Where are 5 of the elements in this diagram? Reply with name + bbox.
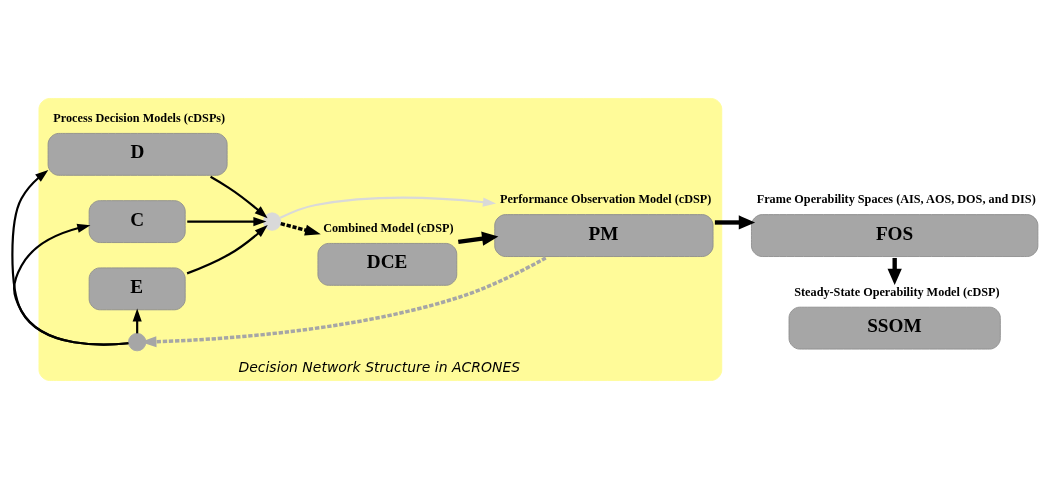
node-label: Steady-State Operability Model (cDSP) <box>794 284 1000 299</box>
node-label: Performance Observation Model (cDSP) <box>499 191 712 206</box>
node-label: Frame Operability Spaces (AIS, AOS, DOS, and DIS) <box>756 191 1036 206</box>
node-label: Combined Model (cDSP) <box>323 220 454 235</box>
node-label: Process Decision Models (cDSPs) <box>53 110 226 125</box>
